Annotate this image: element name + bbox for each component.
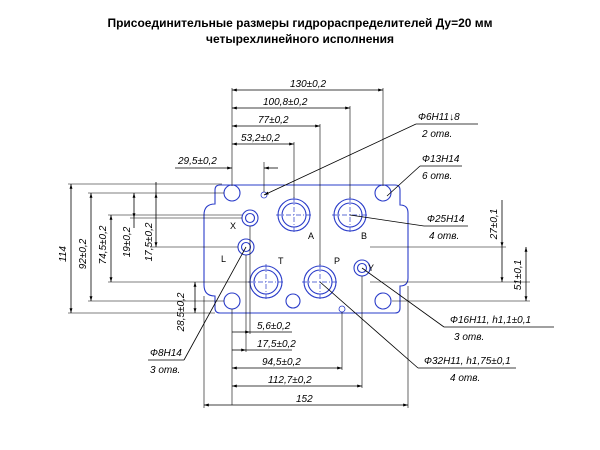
port-label-b: B — [361, 231, 367, 241]
port-label-x: X — [230, 221, 236, 231]
dim-5-6: 5,6±0,2 — [257, 321, 291, 332]
dim-94-5: 94,5±0,2 — [262, 357, 301, 368]
port-label-t: T — [278, 256, 284, 266]
drawing-subtitle: четырехлинейного исполнения — [205, 32, 394, 46]
dim-53-2: 53,2±0,2 — [241, 133, 280, 144]
port-label-a: A — [308, 231, 314, 241]
left-dimensions — [68, 182, 250, 314]
dim-92: 92±0,2 — [78, 238, 89, 269]
plate-outline — [203, 184, 409, 314]
callout-8h14: Ф8Н14 — [150, 348, 182, 359]
callout-32h11: Ф32Н11, h1,75±0,1 — [424, 356, 511, 367]
port-holes — [249, 198, 367, 299]
leader-lines — [148, 123, 554, 369]
dim-17-5-vertical: 17,5±0,2 — [144, 222, 155, 261]
dim-19: 19±0,2 — [122, 226, 133, 257]
dim-112-7: 112,7±0,2 — [268, 375, 312, 386]
callout-32h11-qty: 4 отв. — [450, 373, 480, 384]
dim-74-5: 74,5±0,2 — [98, 225, 109, 264]
dim-130: 130±0,2 — [290, 79, 327, 90]
dim-28-5: 28,5±0,2 — [176, 292, 187, 332]
callout-6h11: Ф6Н11↓8 — [418, 112, 460, 123]
callout-8h14-qty: 3 отв. — [150, 365, 180, 376]
callout-6h11-qty: 2 отв. — [421, 129, 452, 140]
dim-114: 114 — [58, 246, 69, 262]
port-label-y: Y — [368, 263, 374, 273]
callout-16h11: Ф16Н11, h1,1±0,1 — [450, 315, 531, 326]
callout-13h14: Ф13Н14 — [422, 154, 460, 165]
dim-29-5: 29,5±0,2 — [177, 156, 217, 167]
drawing-title: Присоединительные размеры гидрораспредел… — [107, 16, 493, 30]
port-label-p: P — [334, 256, 340, 266]
port-label-l: L — [221, 254, 226, 264]
callout-25h14-qty: 4 отв. — [429, 231, 459, 242]
callout-25h14: Ф25Н14 — [427, 214, 465, 225]
dim-51: 51±0,1 — [513, 260, 524, 291]
callout-16h11-qty: 3 отв. — [454, 332, 484, 343]
callout-13h14-qty: 6 отв. — [422, 171, 452, 182]
top-dimensions — [175, 88, 384, 265]
mounting-holes-13 — [223, 184, 392, 310]
bottom-dimensions — [203, 226, 409, 408]
dim-100-8: 100,8±0,2 — [263, 97, 308, 108]
dim-152: 152 — [296, 394, 313, 405]
dim-27: 27±0,1 — [489, 209, 500, 241]
dim-17-5-horizontal: 17,5±0,2 — [257, 339, 296, 350]
right-dimensions — [370, 200, 530, 302]
dim-77: 77±0,2 — [258, 115, 289, 126]
